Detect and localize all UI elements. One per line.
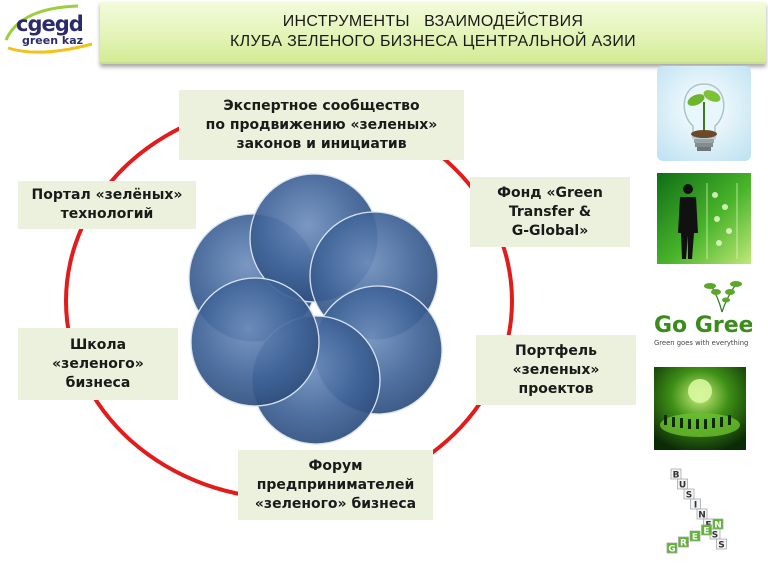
- business-letter: U: [679, 480, 686, 490]
- box-green-projects-portfolio: Портфель «зеленых» проектов: [476, 335, 636, 405]
- business-green-crossword-image: BUSINESSGREEN: [662, 466, 728, 556]
- businessman-green-image: [657, 173, 751, 264]
- title-line-2: КЛУБА ЗЕЛЕНОГО БИЗНЕСА ЦЕНТРАЛЬНОЙ АЗИИ: [230, 33, 636, 50]
- green-letter: R: [680, 538, 687, 548]
- business-letter: S: [686, 490, 692, 500]
- green-tile: [701, 524, 712, 536]
- lightbulb-plant-image: [657, 66, 751, 161]
- business-tile: [683, 488, 695, 500]
- logo-text: cgegd: [16, 12, 84, 36]
- title-banner: ИНСТРУМЕНТЫ ВЗАИМОДЕЙСТВИЯ КЛУБА ЗЕЛЕНОГ…: [100, 2, 766, 64]
- circle-bottom-left: [190, 277, 320, 407]
- business-tile: [677, 478, 688, 490]
- business-tile: [690, 498, 701, 510]
- go-green-tagline: Green goes with everything: [654, 339, 748, 347]
- box-expert-community: Экспертное сообщество по продвижению «зе…: [179, 90, 464, 160]
- green-letter: E: [692, 532, 698, 542]
- green-letter: E: [703, 526, 709, 536]
- go-green-text: Go Green: [654, 313, 752, 338]
- box-green-tech-portal: Портал «зелёных» технологий: [18, 181, 196, 229]
- business-tile: [670, 468, 682, 480]
- green-globe-people-image: [654, 367, 746, 450]
- green-tile: [712, 518, 724, 530]
- business-tile: [716, 538, 727, 550]
- green-letter: G: [668, 544, 675, 554]
- box-entrepreneurs-forum: Форум предпринимателей «зеленого» бизнес…: [238, 450, 433, 520]
- green-tile: [689, 530, 701, 542]
- logo-swoosh-icon: [4, 4, 93, 54]
- business-letter: S: [718, 540, 724, 550]
- business-tile: [696, 508, 708, 520]
- logo-subtext: green kaz: [22, 34, 84, 47]
- cgegd-logo: cgegd green kaz: [0, 0, 100, 60]
- business-letter: S: [712, 530, 718, 540]
- title-line-1: ИНСТРУМЕНТЫ ВЗАИМОДЕЙСТВИЯ: [282, 13, 584, 30]
- box-green-transfer-fund: Фонд «Green Transfer & G-Global»: [470, 177, 630, 247]
- green-tile: [678, 536, 689, 548]
- business-letter: I: [694, 500, 697, 510]
- box-green-business-school: Школа «зеленого» бизнеса: [18, 328, 178, 400]
- business-letter: B: [673, 470, 680, 480]
- green-letter: N: [714, 520, 722, 530]
- go-green-image: Go Green Green goes with everything: [652, 278, 752, 354]
- green-tile: [666, 542, 678, 554]
- business-letter: N: [698, 510, 706, 520]
